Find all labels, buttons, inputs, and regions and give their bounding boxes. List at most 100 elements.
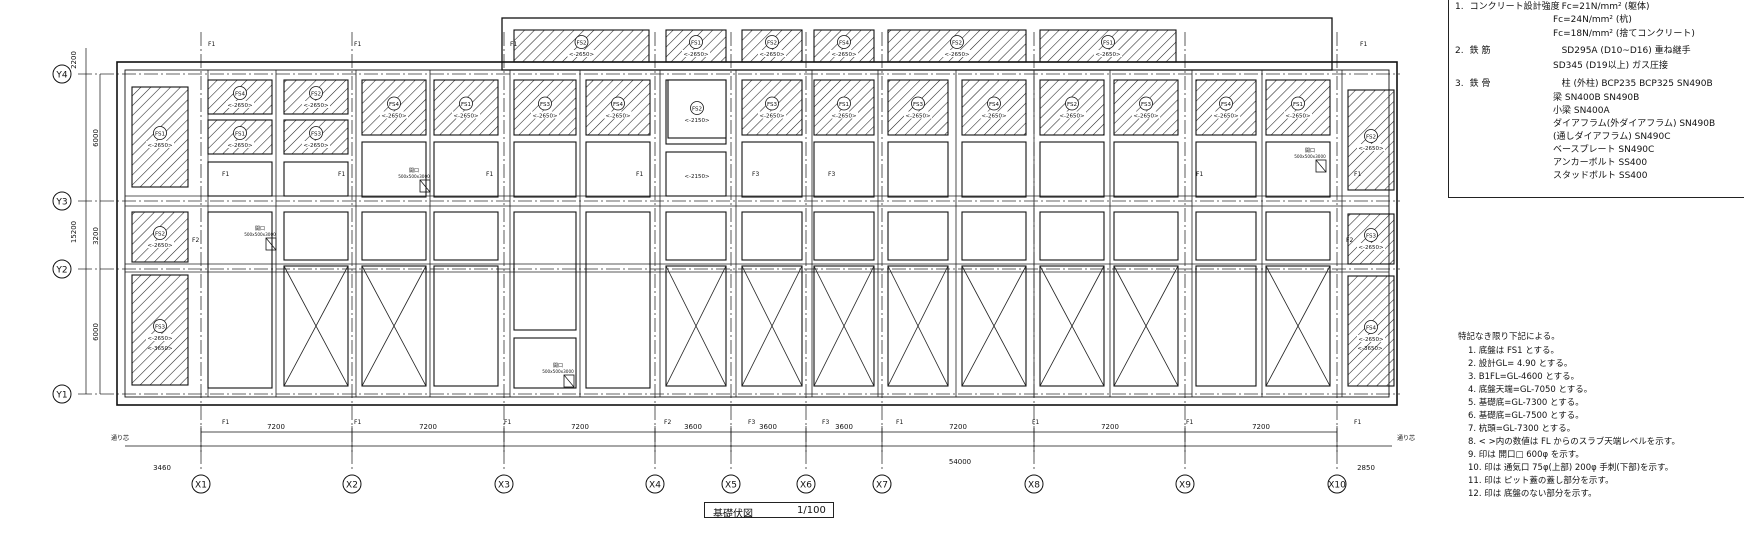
slab-level-bg	[830, 50, 858, 57]
footing-tag: F1	[636, 171, 643, 178]
slab-tag-label: FS4	[839, 41, 850, 47]
slab-tag-label: FS2	[1067, 102, 1077, 108]
slab-tag-circle	[1101, 35, 1115, 49]
pit-cell-43	[813, 265, 875, 387]
slab-tag-label: FS2	[767, 41, 777, 47]
slab-level-label: <-2650>	[1358, 146, 1384, 152]
slab-tag-circle	[459, 96, 473, 111]
material-note-row: スタッドボルト SS400	[1449, 172, 1647, 181]
slab-level-bg	[758, 111, 786, 119]
grid-bubble-y1	[52, 384, 72, 404]
general-note-item: 10. 印は 通気口 75φ(上部) 200φ 手刺(下部)を示す。	[1468, 463, 1674, 473]
general-note-item: 5. 基礎底=GL-7300 とする。	[1468, 398, 1584, 408]
slab-level-label: <-2650>	[1059, 114, 1085, 120]
slab-tag-circle	[153, 126, 167, 140]
slab-tag-circle	[1364, 228, 1378, 242]
slab-tag-circle	[837, 35, 851, 49]
material-note-number: 1.	[1455, 2, 1464, 12]
slab-level-label: <-3650>	[1357, 346, 1383, 352]
left-dim-label: 6000	[92, 323, 100, 341]
slab-level-label: <-2650>	[1095, 52, 1121, 58]
slab-level-label: <-3650>	[147, 346, 173, 352]
slab-tag-label: FS2	[952, 41, 962, 47]
pit-cell-48	[887, 265, 949, 387]
slab-level-label: <-2650>	[227, 103, 253, 109]
material-note-value: SD345 (D19以上) ガス圧接	[1553, 61, 1668, 71]
grid-bubble-label-x10: X10	[1328, 481, 1346, 491]
no-slab-diagonal	[961, 265, 1027, 387]
grid-bubble-y2	[52, 259, 72, 279]
slab-level-label: <-2650>	[303, 103, 329, 109]
slab-level-label: <-2650>	[1285, 114, 1311, 120]
grid-bubble-label-x1: X1	[195, 481, 207, 491]
slab-tag-label: FS4	[389, 102, 400, 108]
general-note-item: 8. < >内の数値は FL からのスラブ天端レベルを示す。	[1468, 437, 1680, 447]
material-note-value: Fc=24N/mm² (杭)	[1553, 15, 1632, 25]
slab-level-label: <-2650>	[1133, 114, 1159, 120]
material-note-value: Fc=18N/mm² (捨てコンクリート)	[1553, 29, 1695, 39]
material-note-label: 鉄 骨	[1469, 79, 1491, 89]
pit-cell-22	[513, 79, 577, 136]
pit-cell-31	[665, 151, 727, 197]
grid-bubble-label-y2: Y2	[55, 266, 67, 276]
slab-tag-label: FS3	[767, 102, 778, 108]
footing-tag: F1	[1196, 171, 1203, 178]
general-note-item: 1. 底盤は FS1 とする。	[1468, 346, 1560, 356]
slab-level-bg	[302, 141, 330, 148]
grid-bubble-x1	[191, 474, 211, 494]
slab-level-label: <-2650>	[905, 114, 931, 120]
material-note-row: Fc=18N/mm² (捨てコンクリート)	[1449, 30, 1695, 39]
slab-level-label: <-2150>	[684, 118, 710, 124]
footing-tag: F1	[1032, 419, 1039, 426]
slab-level-bg	[146, 241, 174, 248]
slab-level-bg	[302, 101, 330, 108]
slab-tag-circle	[765, 96, 779, 111]
no-slab-diagonal	[1265, 265, 1331, 387]
pit-cell-7	[207, 211, 273, 389]
slab-tag-label: FS2	[1366, 135, 1376, 141]
pit-cell-10	[283, 161, 349, 197]
general-note-item: 4. 底盤天端=GL-7050 とする。	[1468, 385, 1593, 395]
slab-level-bg	[226, 141, 254, 148]
no-slab-diagonal	[1113, 265, 1179, 387]
footing-tag: F1	[504, 419, 511, 426]
grid-bubble-x8	[1024, 474, 1044, 494]
material-note-value: ダイアフラム(外ダイアフラム) SN490B	[1553, 119, 1716, 129]
slab-level-bg	[682, 50, 710, 57]
slab-tag-circle	[689, 35, 703, 49]
slab-level-bg	[146, 141, 174, 148]
slab-level-bg	[567, 50, 596, 57]
total-dim-label: 54000	[949, 458, 971, 466]
pit-cell-36	[741, 141, 803, 198]
pit-cell-16	[361, 265, 427, 387]
pit-cell-59	[1113, 141, 1179, 198]
slab-level-label: <-2650>	[147, 243, 173, 249]
slab-tag-circle	[309, 126, 323, 140]
material-note-row: 梁 SN400B SN490B	[1449, 94, 1639, 103]
grid-bubble-x7	[872, 474, 892, 494]
pit-cell-67	[1265, 141, 1331, 198]
no-slab-diagonal	[741, 265, 803, 387]
opening-mark-1	[265, 237, 277, 251]
pit-cell-12	[283, 265, 349, 387]
material-note-label: コンクリート設計強度	[1469, 2, 1560, 12]
material-note-row: Fc=24N/mm² (杭)	[1449, 16, 1632, 25]
grid-bubble-label-x8: X8	[1028, 481, 1040, 491]
footing-tag: F1	[354, 41, 361, 48]
pit-cell-19	[433, 211, 499, 261]
slab-level-label: <-2650>	[831, 114, 857, 120]
slab-level-label: <-2650>	[1213, 114, 1239, 120]
opening-mark-diagonal	[265, 237, 277, 251]
pit-cell-27	[585, 141, 651, 198]
pit-cell-65	[1195, 265, 1257, 387]
general-note-item: 7. 杭頭=GL-7300 とする。	[1468, 424, 1576, 434]
slab-tag-circle	[950, 35, 964, 49]
pit-cell-50	[961, 141, 1027, 198]
general-note-item: 6. 基礎底=GL-7500 とする。	[1468, 411, 1584, 421]
grid-bubble-label-x4: X4	[649, 481, 661, 491]
pit-cell-42	[813, 211, 875, 261]
pit-cell-63	[1195, 141, 1257, 198]
footing-tag: F1	[1186, 419, 1193, 426]
